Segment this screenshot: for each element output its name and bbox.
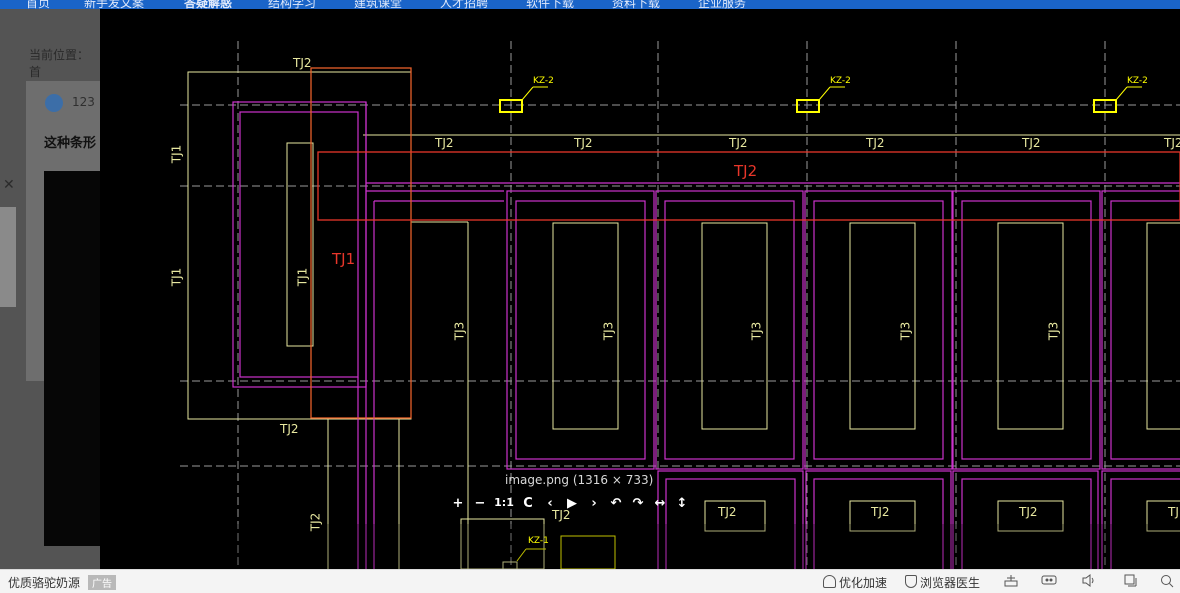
nav-item[interactable]: 软件下载	[526, 0, 575, 9]
viewer-toolbar: + − 1:1 C ‹ ▶ › ↶ ↷ ↔ ↕	[450, 496, 690, 514]
optimize-button[interactable]: 优化加速	[823, 574, 887, 591]
cad-label-kz: KZ-2	[533, 76, 554, 86]
play-icon[interactable]: ▶	[567, 496, 577, 511]
image-viewer: TJ2 TJ1 TJ1 TJ1 TJ1 TJ2 TJ2 TJ2 TJ2 TJ2 …	[100, 9, 1180, 569]
browser-status-bar: 优质骆驼奶源 广告 优化加速 浏览器医生	[0, 569, 1180, 593]
cad-label-kz: KZ-2	[830, 76, 851, 86]
speaker-icon[interactable]	[1082, 574, 1097, 590]
cad-label: TJ2	[871, 505, 890, 519]
avatar[interactable]	[45, 94, 63, 112]
nav-item[interactable]: 资料下载	[612, 0, 661, 9]
cad-label: TJ1	[169, 267, 184, 287]
zoom-in-icon[interactable]: +	[452, 496, 464, 511]
cad-label: TJ3	[601, 321, 616, 341]
cad-label: TJ2	[1022, 136, 1041, 150]
screen-icon[interactable]	[1041, 574, 1057, 590]
top-navigation: 首页 新手发文案 答疑解惑 结构学习 建筑课堂 人才招聘 软件下载 资料下载 企…	[0, 0, 1180, 9]
close-icon[interactable]: ✕	[3, 177, 15, 193]
cad-label: TJ2	[866, 136, 885, 150]
breadcrumb: 当前位置：首	[29, 48, 90, 79]
next-icon[interactable]: ›	[591, 496, 597, 511]
nav-item[interactable]: 首页	[26, 0, 51, 9]
nav-item[interactable]: 结构学习	[268, 0, 317, 9]
cad-label: TJ2	[280, 422, 299, 436]
cad-label: TJ2	[1019, 505, 1038, 519]
window-icon[interactable]	[1124, 574, 1137, 590]
rocket-icon	[823, 575, 836, 588]
cad-label: TJ2	[308, 512, 323, 532]
nav-item[interactable]: 建筑课堂	[354, 0, 403, 9]
qr-code-icon	[0, 207, 16, 307]
reset-icon[interactable]: C	[523, 496, 533, 511]
user-name[interactable]: 123	[72, 95, 95, 109]
cad-label: TJ1	[169, 144, 184, 164]
rotate-right-icon[interactable]: ↷	[632, 496, 644, 511]
nav-item[interactable]: 人才招聘	[440, 0, 489, 9]
flip-horizontal-icon[interactable]: ↔	[654, 496, 666, 511]
prev-icon[interactable]: ‹	[547, 496, 553, 511]
cad-label: TJ3	[749, 321, 764, 341]
cad-label: TJ2	[1164, 136, 1180, 150]
cad-label: TJ2	[293, 56, 312, 70]
flip-vertical-icon[interactable]: ↕	[676, 496, 688, 511]
cad-drawing	[100, 41, 1180, 569]
cad-label-kz: KZ-1	[528, 536, 549, 546]
zoom-out-icon[interactable]: −	[474, 496, 486, 511]
shield-icon	[905, 575, 917, 588]
ad-text[interactable]: 优质骆驼奶源	[8, 576, 81, 590]
cad-label: TJ2	[718, 505, 737, 519]
nav-item[interactable]: 答疑解惑	[184, 0, 233, 9]
actual-size-icon[interactable]: 1:1	[494, 496, 514, 509]
nav-item[interactable]: 新手发文案	[84, 0, 145, 9]
cad-label: TJ	[1168, 505, 1179, 519]
question-title[interactable]: 这种条形	[44, 136, 97, 151]
ad-badge: 广告	[88, 575, 116, 590]
cad-label: TJ3	[898, 321, 913, 341]
cad-label: TJ2	[729, 136, 748, 150]
cad-label: TJ2	[435, 136, 454, 150]
cad-label: TJ2	[574, 136, 593, 150]
rotate-left-icon[interactable]: ↶	[610, 496, 622, 511]
cad-label: TJ3	[1046, 321, 1061, 341]
dimmed-page-background: 当前位置：首 123 这种条形 ✕	[0, 9, 116, 569]
cad-label: TJ3	[452, 321, 467, 341]
image-caption: image.png (1316 × 733)	[505, 473, 654, 487]
cad-label: TJ2	[552, 508, 571, 522]
attachment-thumbnail[interactable]	[44, 171, 104, 546]
network-icon[interactable]	[1004, 574, 1018, 590]
nav-item[interactable]: 企业服务	[698, 0, 747, 9]
cad-label-kz: KZ-2	[1127, 76, 1148, 86]
cad-label-red: TJ1	[332, 250, 356, 268]
browser-doctor-button[interactable]: 浏览器医生	[905, 574, 980, 591]
search-icon[interactable]	[1160, 574, 1174, 591]
cad-label-red: TJ2	[734, 162, 758, 180]
cad-label: TJ1	[295, 267, 310, 287]
